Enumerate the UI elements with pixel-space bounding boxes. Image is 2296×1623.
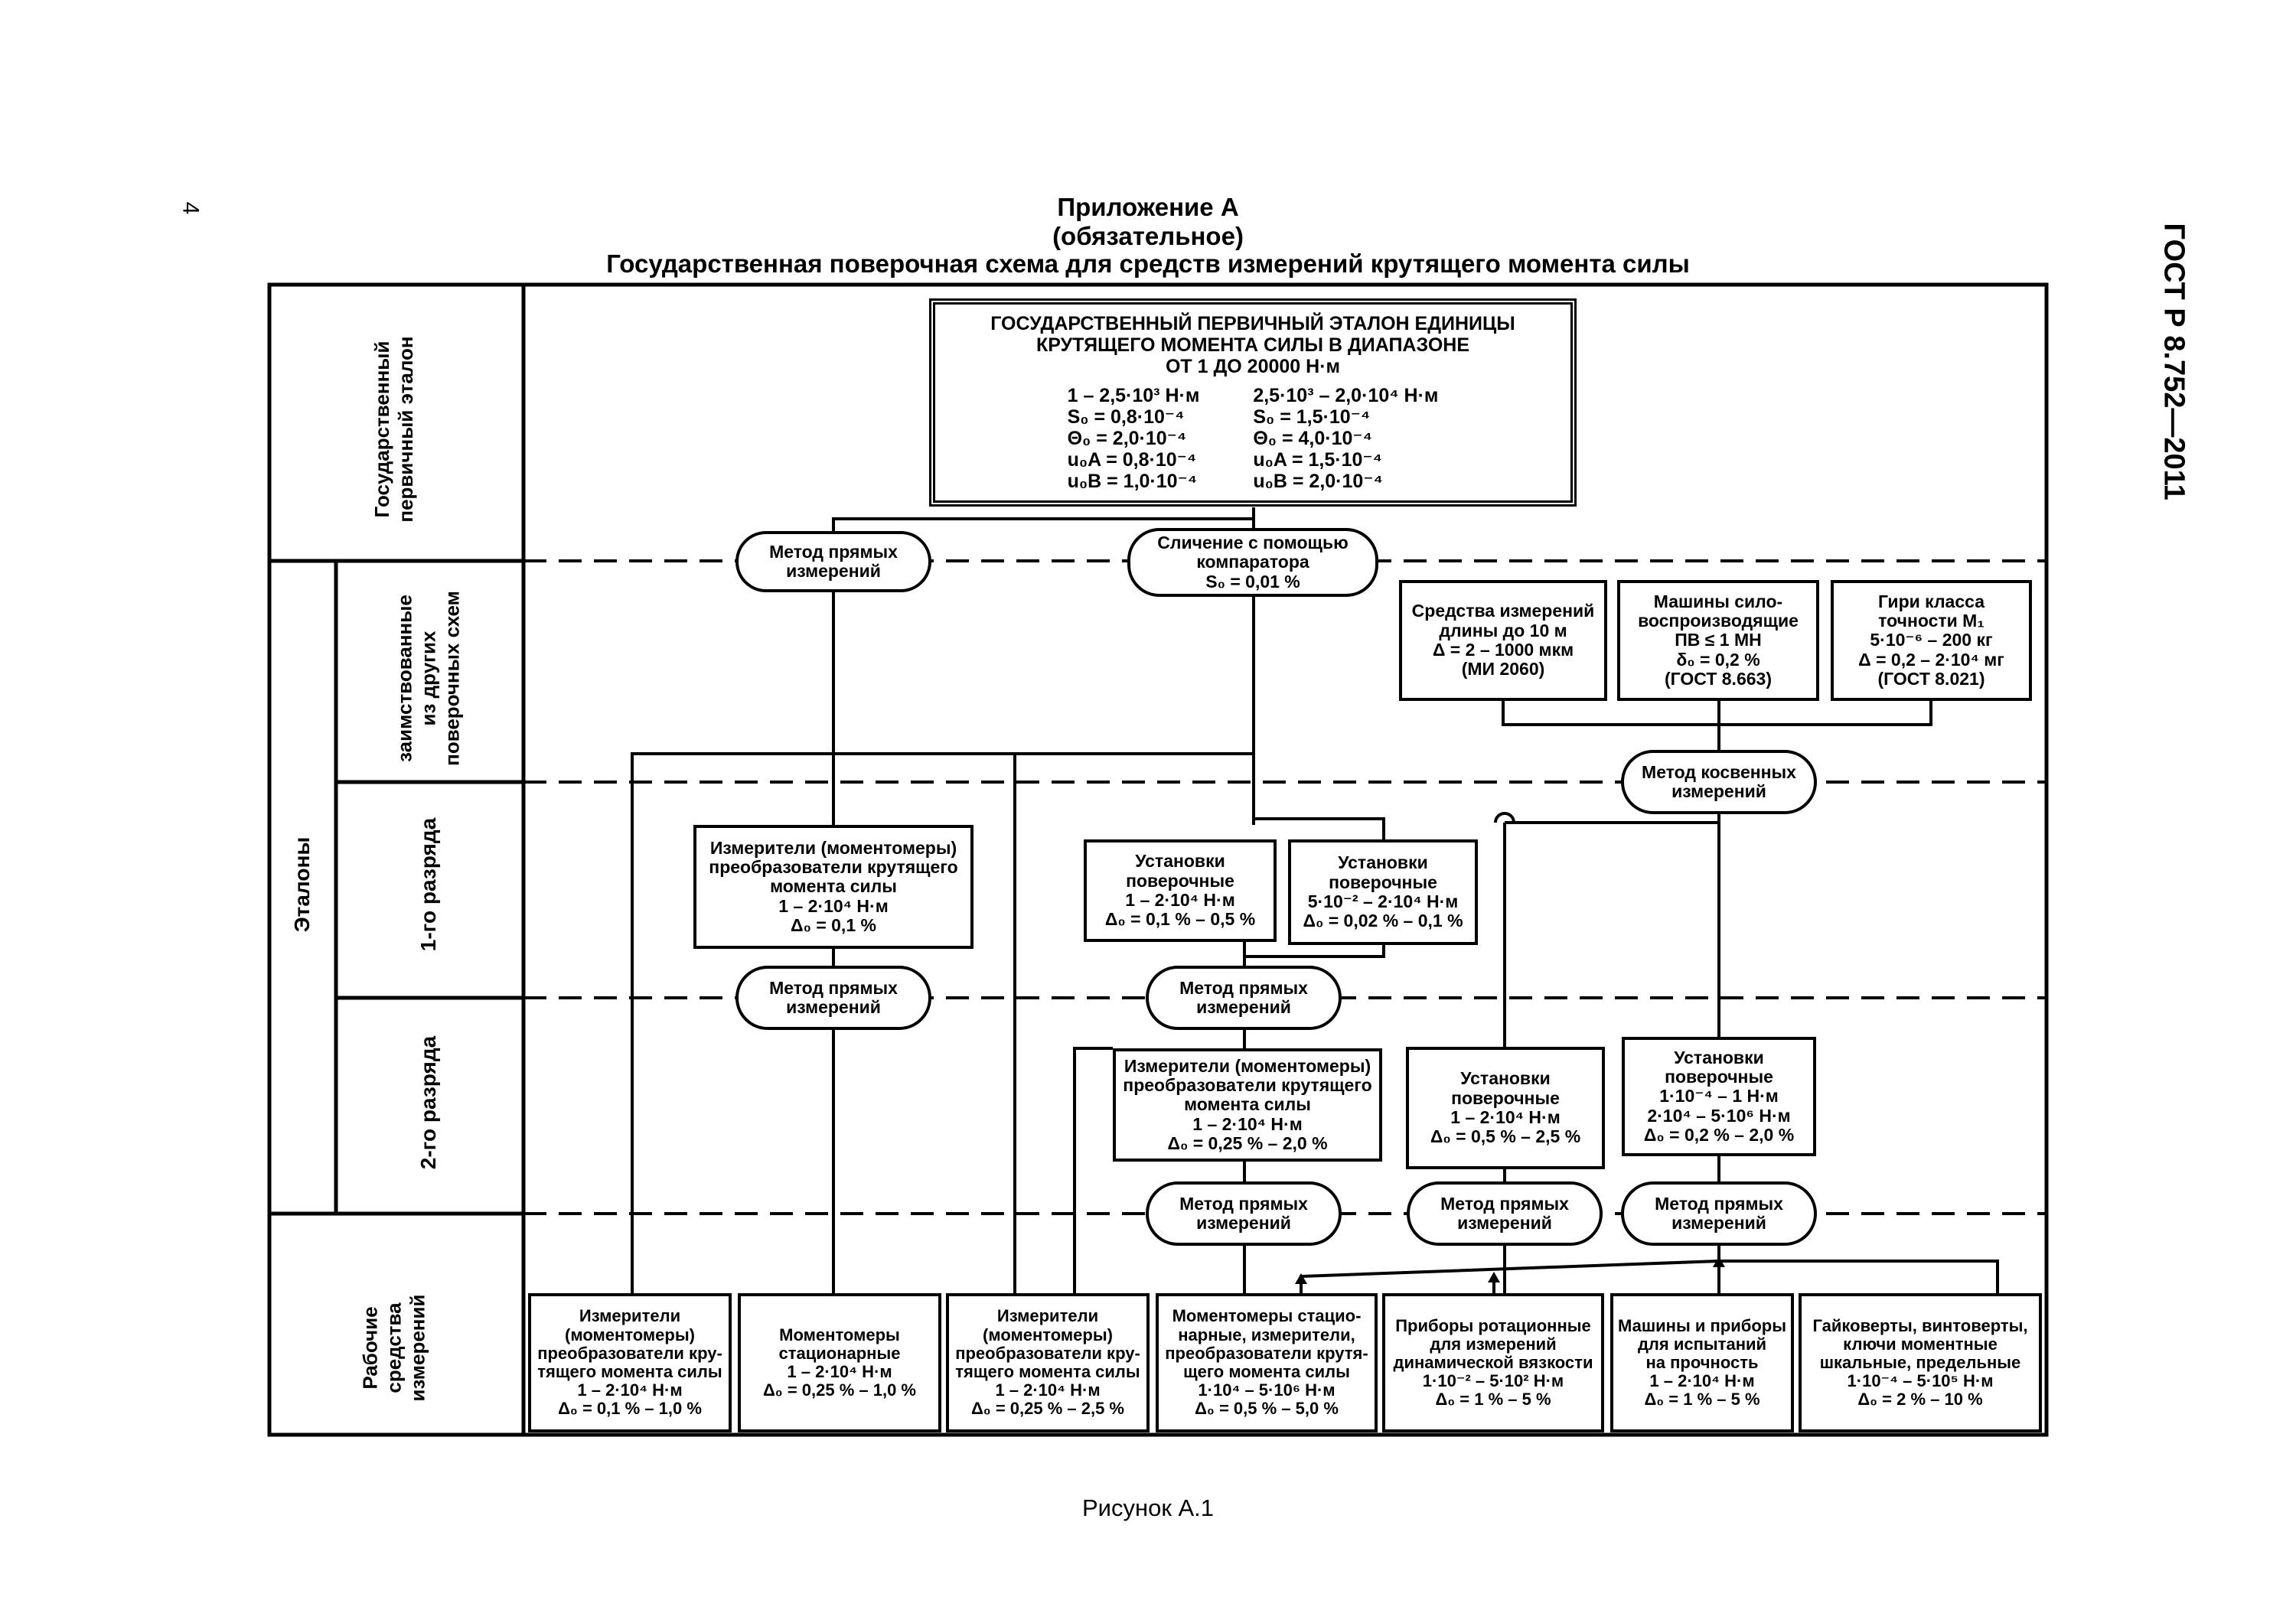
primary-left-theta: Θ₀ = 2,0·10⁻⁴ [1067, 428, 1187, 449]
primary-right-column: 2,5·10³ – 2,0·10⁴ Н·м S₀ = 1,5·10⁻⁴ Θ₀ =… [1253, 385, 1438, 492]
figure-title: Государственная поверочная схема для сре… [606, 249, 1690, 278]
primary-right-theta: Θ₀ = 4,0·10⁻⁴ [1253, 428, 1372, 449]
primary-title-line-2: КРУТЯЩЕГО МОМЕНТА СИЛЫ В ДИАПАЗОНЕ [1036, 334, 1469, 356]
figure-caption: Рисунок А.1 [1081, 1494, 1215, 1521]
level-label-etalons: Эталоны [290, 836, 314, 933]
level-label-working: Рабочие средства измерений [358, 1294, 429, 1402]
primary-right-range: 2,5·10³ – 2,0·10⁴ Н·м [1253, 385, 1439, 406]
rank1-meters-box: Измерители (моментомеры)преобразователи … [693, 825, 974, 949]
primary-title-line-1: ГОСУДАРСТВЕННЫЙ ПЕРВИЧНЫЙ ЭТАЛОН ЕДИНИЦЫ [990, 313, 1515, 334]
level-label-borrowed: заимствованные из других поверочных схем [393, 591, 464, 766]
rank2-meters-box: Измерители (моментомеры)преобразователи … [1113, 1048, 1382, 1162]
primary-right-s0: S₀ = 1,5·10⁻⁴ [1253, 406, 1371, 428]
level-label-rank1: 1-го разряда [416, 817, 440, 952]
primary-left-range: 1 – 2,5·10³ Н·м [1067, 385, 1200, 406]
level-label-primary: Государственный первичный эталон [370, 336, 417, 523]
primary-left-column: 1 – 2,5·10³ Н·м S₀ = 0,8·10⁻⁴ Θ₀ = 2,0·1… [1068, 385, 1200, 492]
primary-left-uoa: u₀A = 0,8·10⁻⁴ [1067, 449, 1197, 471]
primary-left-s0: S₀ = 0,8·10⁻⁴ [1067, 406, 1185, 428]
primary-right-uoa: u₀A = 1,5·10⁻⁴ [1253, 449, 1382, 471]
working-box-3: Измерители(моментомеры)преобразователи к… [946, 1293, 1150, 1432]
working-box-1: Измерители(моментомеры)преобразователи к… [528, 1293, 732, 1432]
primary-left-uob: u₀B = 1,0·10⁻⁴ [1067, 471, 1198, 492]
appendix-status: (обязательное) [1052, 222, 1244, 250]
primary-right-uob: u₀B = 2,0·10⁻⁴ [1253, 471, 1383, 492]
level-label-rank2: 2-го разряда [416, 1035, 440, 1170]
primary-standard-box: ГОСУДАРСТВЕННЫЙ ПЕРВИЧНЫЙ ЭТАЛОН ЕДИНИЦЫ… [929, 298, 1577, 507]
appendix-label: Приложение А [1057, 193, 1239, 221]
primary-title-line-3: ОТ 1 ДО 20000 Н·м [1165, 356, 1341, 377]
working-box-4: Моментомеры стацио-нарные, измерители,пр… [1156, 1293, 1378, 1432]
outer-frame [267, 282, 2049, 1437]
